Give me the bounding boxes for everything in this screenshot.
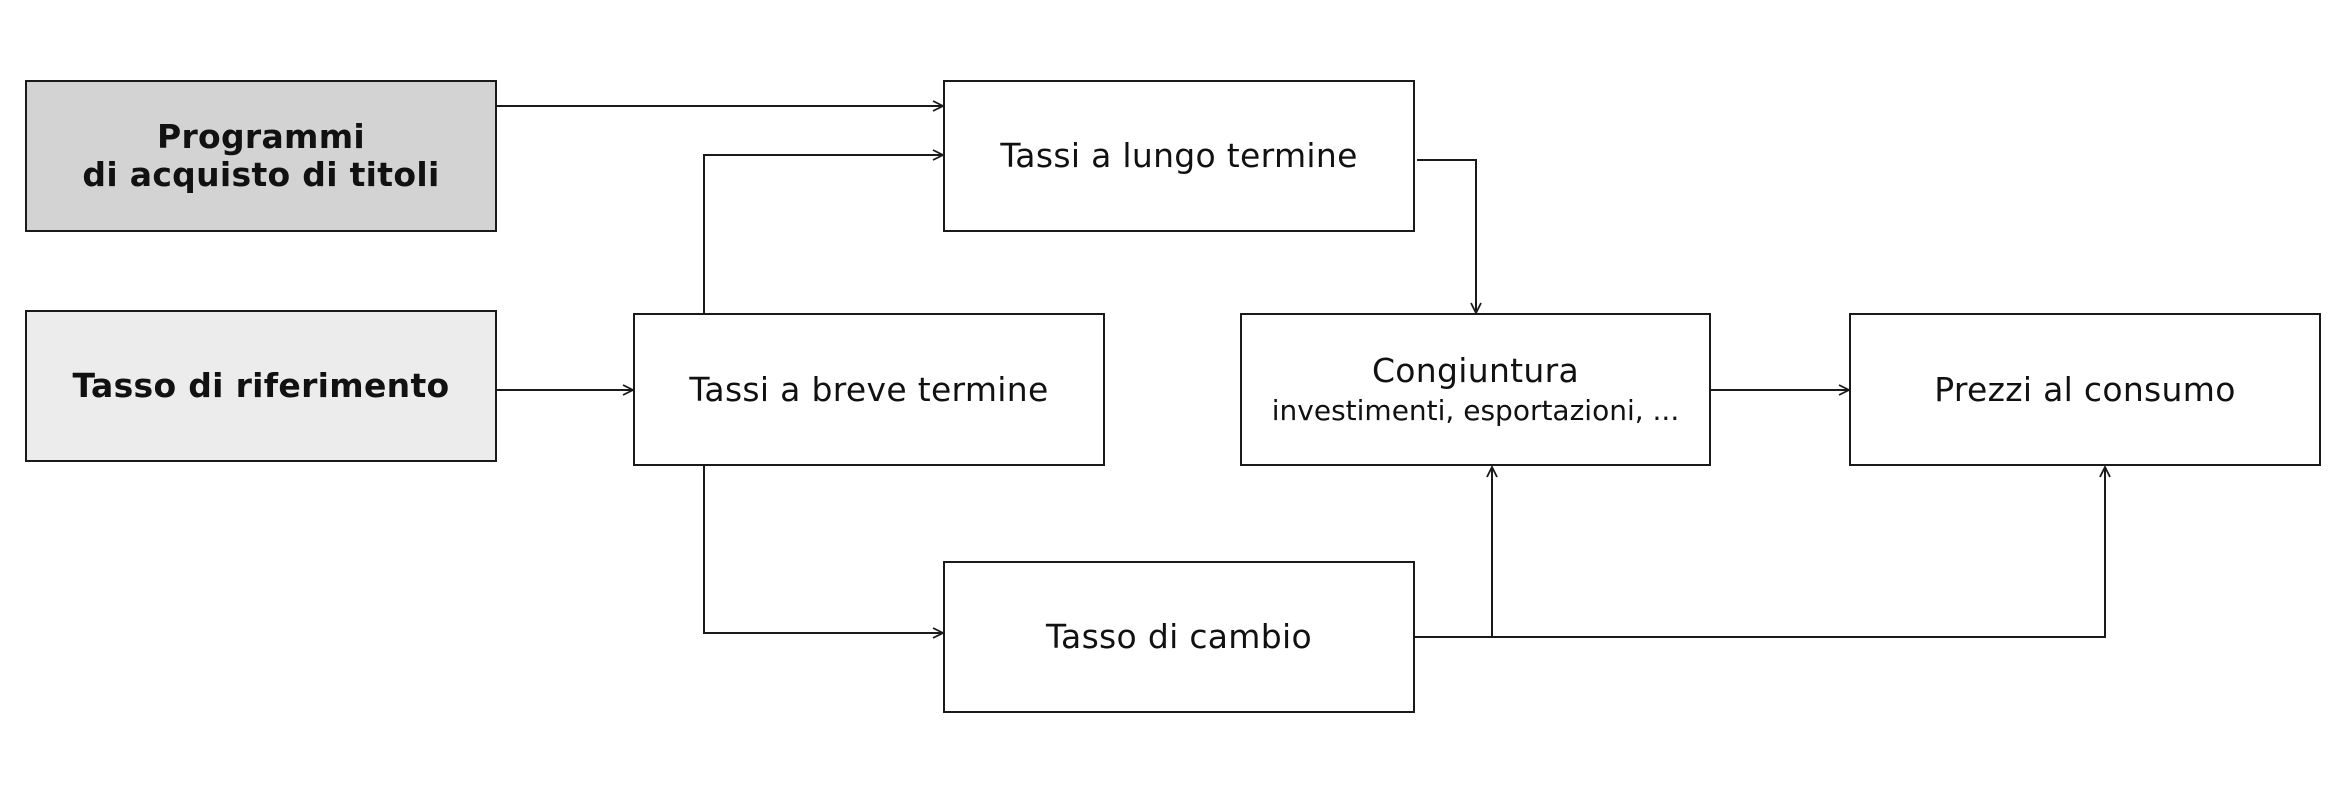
node-prezzi-al-consumo: Prezzi al consumo [1849, 313, 2321, 466]
node-programmi-acquisto-titoli: Programmi di acquisto di titoli [25, 80, 497, 232]
node-programmi-line1: Programmi [156, 117, 366, 156]
node-tasso-di-riferimento-label: Tasso di riferimento [72, 366, 450, 405]
node-tasso-di-cambio: Tasso di cambio [943, 561, 1415, 713]
node-tassi-lungo-termine-label: Tassi a lungo termine [1000, 136, 1358, 175]
arrow-cambio-to-prezzi [1414, 467, 2105, 638]
node-tassi-lungo-termine: Tassi a lungo termine [943, 80, 1415, 232]
arrow-tassi-lungo-to-congiuntura [1417, 159, 1476, 313]
node-prezzi-al-consumo-label: Prezzi al consumo [1934, 369, 2236, 409]
node-congiuntura-label: Congiuntura [1371, 350, 1580, 390]
node-tasso-di-riferimento: Tasso di riferimento [25, 310, 497, 462]
node-tasso-di-cambio-label: Tasso di cambio [1046, 617, 1312, 656]
node-programmi-line2: di acquisto di titoli [82, 155, 440, 194]
arrow-tassi-breve-to-tassi-lungo [703, 155, 943, 313]
node-tassi-breve-termine-label: Tassi a breve termine [689, 369, 1049, 409]
node-congiuntura: Congiuntura investimenti, esportazioni, … [1240, 313, 1711, 466]
arrow-tassi-breve-to-cambio [703, 466, 943, 633]
node-tassi-breve-termine: Tassi a breve termine [633, 313, 1105, 466]
node-congiuntura-sublabel: investimenti, esportazioni, ... [1271, 393, 1680, 427]
